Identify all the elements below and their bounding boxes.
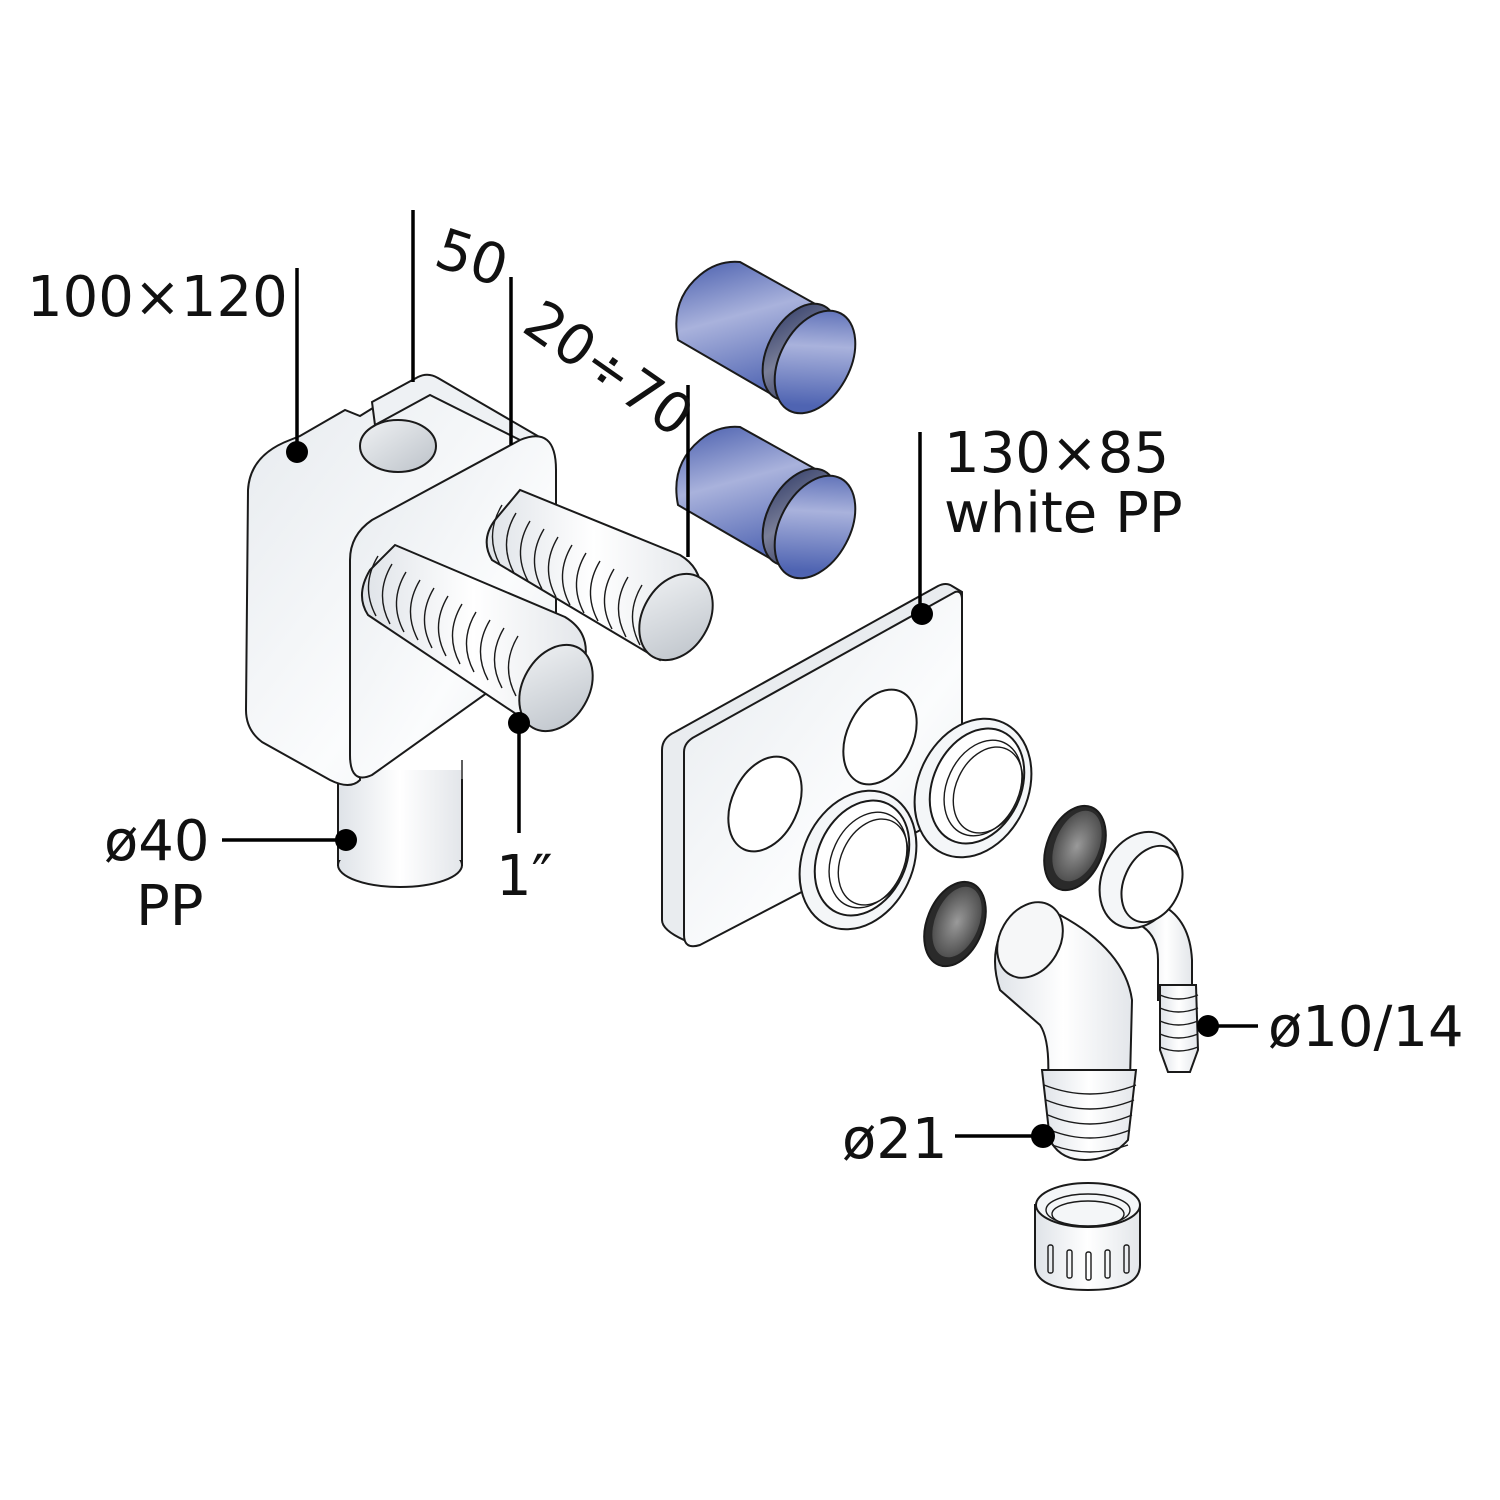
label-hose-large: ø21 [842,1107,948,1172]
label-extension: 20÷70 [512,288,704,450]
label-hose-small: ø10/14 [1268,995,1464,1060]
label-plate-size: 130×85 [944,421,1169,486]
leader-hose-small [1197,1015,1258,1037]
lock-nut-right [913,717,1033,859]
hose-nut [1034,1182,1141,1292]
leader-outlet [222,829,357,851]
cover-plate [661,583,963,948]
threaded-inlet-upper [485,488,714,662]
label-outlet-material: PP [136,874,204,939]
gasket-right [1043,804,1107,892]
outlet-pipe [337,760,463,888]
lock-nut-left [798,789,918,931]
leader-box-size [286,268,308,463]
leader-hose-large [955,1124,1055,1148]
blue-cap-upper [675,260,857,415]
label-box-size: 100×120 [27,265,288,330]
blue-cap-lower [675,425,857,580]
leader-plate [911,432,933,625]
elbow-large [994,901,1138,1162]
gasket-left [923,880,987,968]
label-outlet-diameter: ø40 [104,809,210,874]
label-thread: 1″ [496,844,553,909]
elbow-small [1098,830,1200,1073]
label-depth: 50 [428,216,516,300]
threaded-inlet-lower [361,543,594,733]
label-plate-material: white PP [944,481,1183,546]
leader-thread [508,712,530,833]
